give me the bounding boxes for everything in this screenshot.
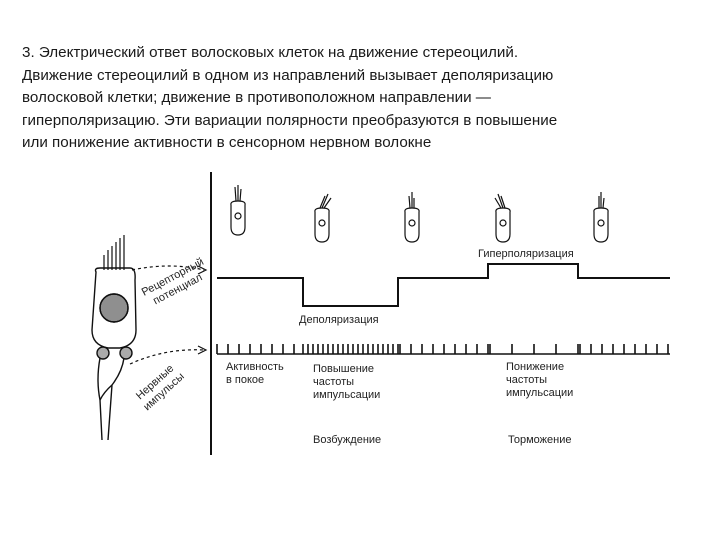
synapse-left [97, 347, 109, 359]
decreased-frequency-line-1: Понижение [506, 361, 564, 373]
stereocilia-bundle [104, 235, 124, 270]
increased-frequency-line-2: частоты [313, 376, 354, 388]
nerve-impulse-train [217, 344, 670, 354]
hyperpolarization-label: Гиперполяризация [478, 248, 574, 260]
hair-cell-state-deflect-inhibit [495, 194, 510, 242]
decreased-frequency-line-3: импульсации [506, 387, 573, 399]
synapse-right [120, 347, 132, 359]
hair-cell-state-rest [231, 185, 245, 235]
receptor-potential-trace [217, 264, 670, 306]
depolarization-label: Деполяризация [299, 314, 379, 326]
hair-cell-state-return [405, 192, 419, 242]
resting-activity-line-2: в покое [226, 374, 264, 386]
resting-activity-line-1: Активность [226, 361, 284, 373]
hair-cell-illustration [92, 235, 136, 440]
nerve-fiber [98, 358, 124, 440]
hair-cell-state-final [594, 192, 608, 242]
increased-frequency-line-1: Повышение [313, 363, 374, 375]
hair-cell-states [231, 185, 608, 242]
increased-frequency-line-3: импульсации [313, 389, 380, 401]
nerve-impulse-arrow [130, 346, 206, 364]
nerve-impulses-label: Нервные импульсы [132, 361, 186, 413]
hair-cell-state-deflect-excite [315, 194, 331, 242]
excitation-label: Возбуждение [313, 434, 381, 446]
receptor-potential-label: Рецепторный потенциал [140, 256, 212, 310]
inhibition-label: Торможение [508, 434, 571, 446]
decreased-frequency-line-2: частоты [506, 374, 547, 386]
